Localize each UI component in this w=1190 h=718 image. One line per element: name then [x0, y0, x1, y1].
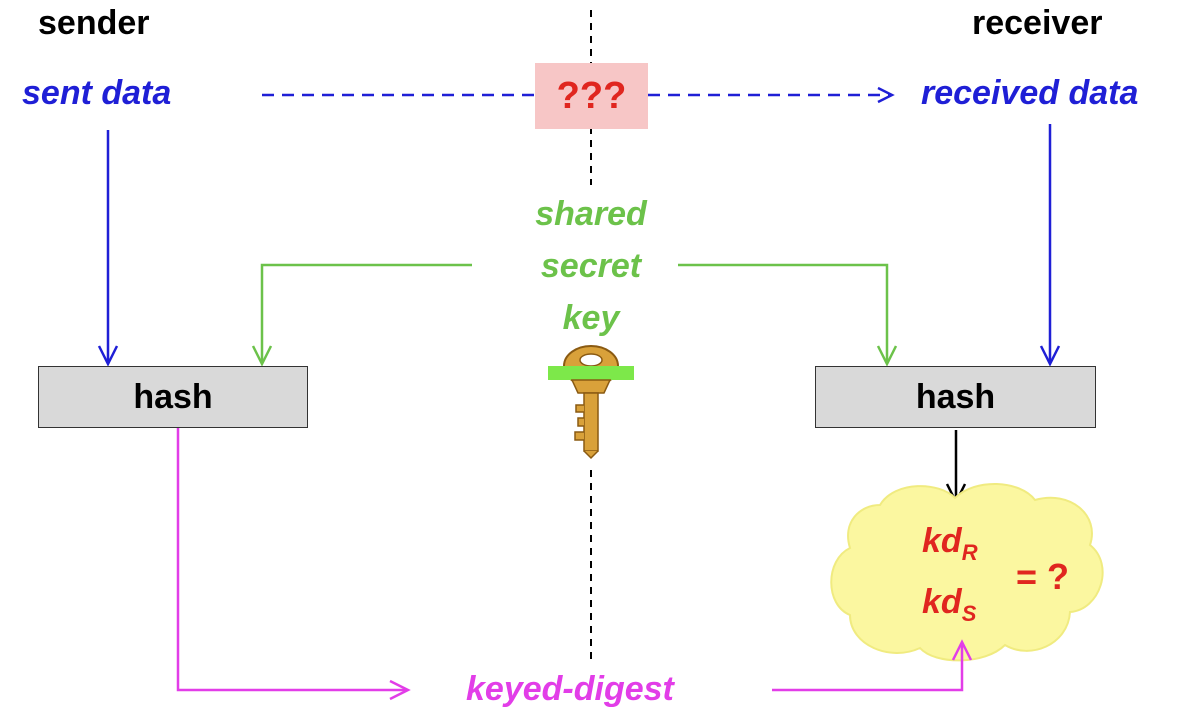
digest-line-right — [772, 645, 964, 692]
sent-data-label: sent data — [22, 74, 172, 112]
received-data-label: received data — [921, 74, 1139, 112]
channel-unknown-box: ??? — [535, 63, 648, 129]
receiver-label: receiver — [972, 4, 1103, 42]
shared-secret-key-label: shared secret key — [476, 188, 706, 344]
key-to-receiver-hash — [678, 263, 889, 362]
key-line-3: key — [562, 299, 620, 337]
key-to-sender-hash — [260, 263, 472, 362]
digest-line-left — [176, 428, 406, 692]
cloud-icon — [830, 483, 1104, 662]
transmission-arrowhead — [877, 86, 895, 104]
equals-question: = ? — [1016, 556, 1070, 597]
keyed-digest-label: keyed-digest — [466, 670, 674, 708]
key-icon — [548, 345, 634, 460]
sender-data-arrowhead — [97, 345, 119, 367]
receiver-hash-box: hash — [815, 366, 1096, 428]
kd-receiver-sub: R — [961, 540, 978, 565]
digest-right-arrowhead — [951, 639, 973, 661]
kd-receiver: kdR — [922, 522, 978, 566]
key-line-2: secret — [540, 247, 642, 285]
kd-sender-sub: S — [961, 601, 977, 626]
key-to-receiver-arrowhead — [876, 345, 898, 367]
kd-receiver-base: kd — [922, 522, 962, 560]
sender-label: sender — [38, 4, 150, 42]
key-line-1: shared — [535, 195, 647, 233]
kd-sender-base: kd — [922, 583, 962, 621]
receiver-data-arrowhead — [1039, 345, 1061, 367]
sender-hash-box: hash — [38, 366, 308, 428]
digest-left-arrowhead — [389, 679, 411, 701]
key-to-sender-arrowhead — [251, 345, 273, 367]
kd-sender: kdS — [922, 583, 976, 627]
